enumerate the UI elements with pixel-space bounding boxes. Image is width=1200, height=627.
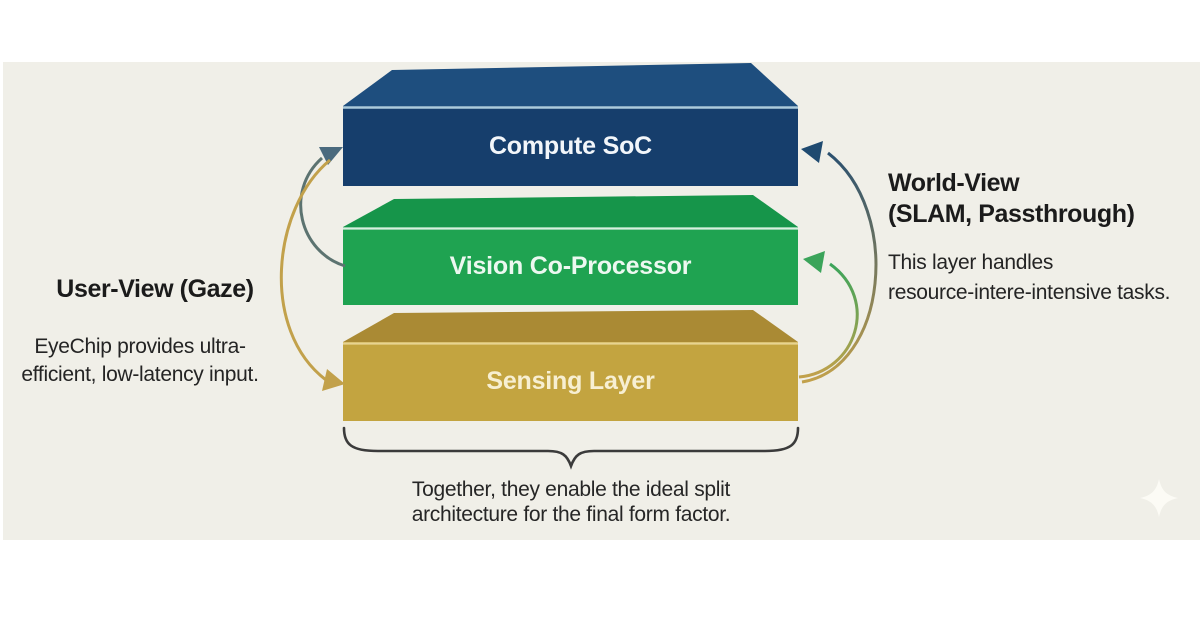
vision-coprocessor-top-face <box>343 195 798 227</box>
arrow-vision-to-compute-head-icon <box>319 147 343 165</box>
layer-label-sensing-layer: Sensing Layer <box>486 367 655 395</box>
arrow-sensing-to-compute-head-icon <box>801 141 823 163</box>
left-annotation-body-line-2: efficient, low-latency input. <box>21 363 259 386</box>
vision-coprocessor-layer <box>343 195 798 305</box>
bottom-brace <box>342 426 800 470</box>
left-annotation-heading: User-View (Gaze) <box>56 275 254 303</box>
left-annotation-body-line-1: EyeChip provides ultra- <box>34 335 246 358</box>
right-annotation-heading-line-2: (SLAM, Passthrough) <box>888 200 1135 228</box>
compute-soc-front-face <box>343 106 798 186</box>
right-annotation-body-line-1: This layer handles <box>888 251 1054 274</box>
compute-soc-top-face <box>343 63 798 106</box>
arrow-vision-to-compute-curve <box>299 156 346 268</box>
bottom-caption-line-1: Together, they enable the ideal split <box>411 478 731 501</box>
layer-label-vision-coprocessor: Vision Co-Processor <box>449 251 692 280</box>
arrow-input-to-sensing-curve <box>279 158 331 382</box>
bottom-caption: Together, they enable the ideal split ar… <box>381 477 761 527</box>
right-annotation-heading-line-1: World-View <box>888 169 1020 197</box>
right-annotation-body-line-2: resource-intere-intensive tasks. <box>888 281 1171 304</box>
vision-coprocessor-front-face <box>343 227 798 305</box>
sensing-layer-front-face <box>343 342 798 421</box>
arrow-sensing-to-vision-head-icon <box>803 251 825 273</box>
arrow-input-to-sensing-head-icon <box>322 369 345 391</box>
sensing-layer <box>343 310 798 421</box>
arrow-sensing-to-vision-curve <box>798 262 859 379</box>
sensing-layer-top-face <box>343 310 798 342</box>
compute-soc-layer <box>343 63 798 186</box>
arrow-sensing-to-compute-curve <box>801 151 878 384</box>
sparkle-icon <box>1140 479 1178 517</box>
layer-label-compute-soc: Compute SoC <box>488 131 653 160</box>
bottom-caption-line-2: architecture for the final form factor. <box>411 503 731 526</box>
